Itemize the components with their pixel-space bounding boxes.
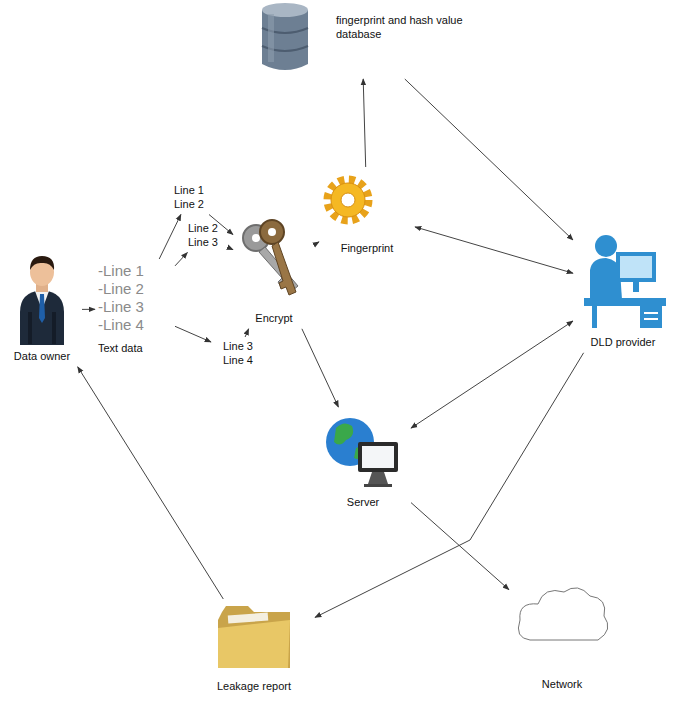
keys-icon: [243, 220, 298, 295]
provider-icon: [584, 235, 666, 328]
text-data-node: -Line 1-Line 2-Line 3-Line 4 Text data: [98, 262, 172, 356]
folder-icon: [218, 606, 290, 668]
node-label: Server: [318, 496, 408, 510]
node-label: Encrypt: [236, 312, 312, 326]
server-icon: [326, 418, 398, 487]
connector-arrow: [411, 321, 573, 428]
node-label: -Line 4: [98, 316, 172, 334]
connector-arrow: [175, 326, 211, 342]
line-pair: Line 3Line 4: [214, 340, 262, 368]
fingerprint-node: Fingerprint: [322, 170, 412, 256]
provider-node: DLD provider: [576, 226, 670, 350]
gear-icon: [328, 180, 368, 220]
connector-arrow: [245, 329, 249, 337]
connector-arrow: [363, 79, 366, 167]
line-pair: Line 2Line 3: [180, 222, 226, 250]
connector-arrow: [78, 367, 224, 599]
node-label: Line 3: [180, 236, 226, 250]
node-label: Leakage report: [196, 680, 312, 694]
node-label: DLD provider: [576, 336, 670, 350]
node-label: Network: [512, 678, 612, 692]
node-label: Line 2: [166, 198, 212, 212]
node-label: Line 1: [166, 184, 212, 198]
node-label: Line 4: [214, 354, 262, 368]
encrypt-node: Encrypt: [236, 212, 312, 326]
report-node: Leakage report: [196, 602, 312, 694]
node-label: -Line 1: [98, 262, 172, 280]
connector-arrow: [315, 353, 584, 618]
cloud-icon: [518, 588, 607, 640]
actor-node: Data owner: [5, 256, 79, 364]
connector-arrow: [411, 503, 509, 590]
node-label: -Line 3: [98, 298, 172, 316]
node-label: -Line 2: [98, 280, 172, 298]
connector-arrow: [175, 253, 187, 266]
database-node: fingerprint and hash value database: [252, 0, 472, 76]
node-label: Line 2: [180, 222, 226, 236]
node-label: Line 3: [214, 340, 262, 354]
node-label: fingerprint and hash value database: [336, 14, 472, 42]
connector-arrow: [159, 215, 181, 260]
connector-arrow: [315, 242, 319, 244]
connector-arrow: [405, 79, 573, 240]
connector-arrow: [82, 309, 95, 310]
connector-arrow: [229, 248, 233, 250]
businessman-icon: [20, 256, 64, 345]
node-label: Data owner: [5, 350, 79, 364]
node-label: Text data: [98, 342, 172, 356]
connector-arrow: [415, 227, 573, 273]
network-node: Network: [512, 582, 612, 692]
database-icon: [262, 3, 308, 70]
connector-arrow: [302, 329, 339, 407]
server-node: Server: [318, 410, 408, 510]
node-label: Fingerprint: [322, 242, 412, 256]
line-pair: Line 1Line 2: [166, 184, 212, 212]
